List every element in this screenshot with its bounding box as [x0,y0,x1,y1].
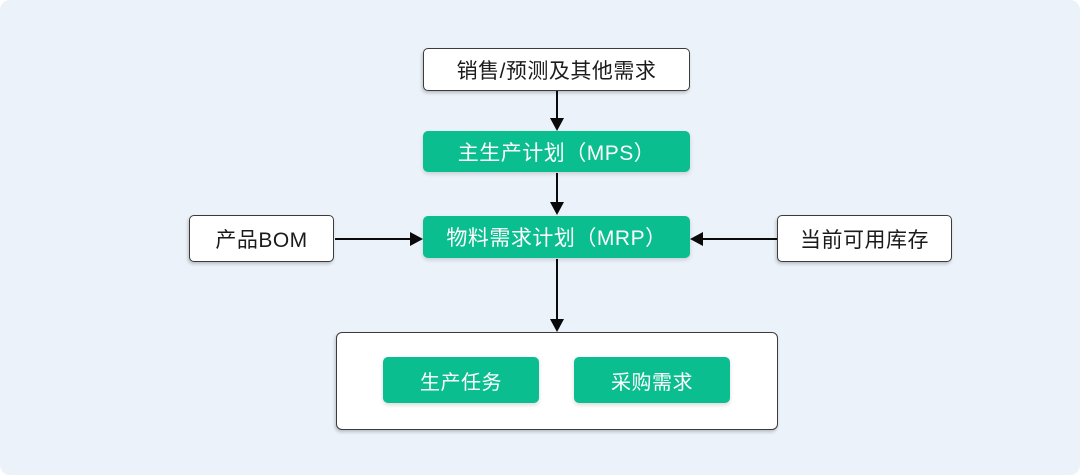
node-product-bom: 产品BOM [189,215,334,262]
node-mps-label: 主生产计划（MPS） [457,141,656,165]
node-sales-forecast-demand-label: 销售/预测及其他需求 [456,59,657,83]
node-production-task-label: 生产任务 [420,371,502,394]
node-mrp-label: 物料需求计划（MRP） [446,227,667,250]
node-mrp: 物料需求计划（MRP） [423,216,690,258]
arrow-head-down-icon [550,118,564,131]
arrow-line [702,238,777,240]
arrow-head-down-icon [550,202,564,215]
node-product-bom-label: 产品BOM [215,228,308,252]
arrow-line [556,173,558,203]
node-production-task: 生产任务 [383,357,539,403]
node-mps: 主生产计划（MPS） [423,131,690,172]
node-purchase-demand: 采购需求 [574,357,730,403]
node-sales-forecast-demand: 销售/预测及其他需求 [423,48,690,91]
node-available-inventory-label: 当前可用库存 [800,228,929,252]
arrow-line [556,259,558,320]
arrow-line [556,91,558,119]
node-purchase-demand-label: 采购需求 [611,371,693,394]
arrow-line [335,238,411,240]
arrow-head-left-icon [690,232,703,246]
arrow-head-right-icon [410,232,423,246]
arrow-head-down-icon [550,319,564,332]
node-available-inventory: 当前可用库存 [777,215,952,262]
